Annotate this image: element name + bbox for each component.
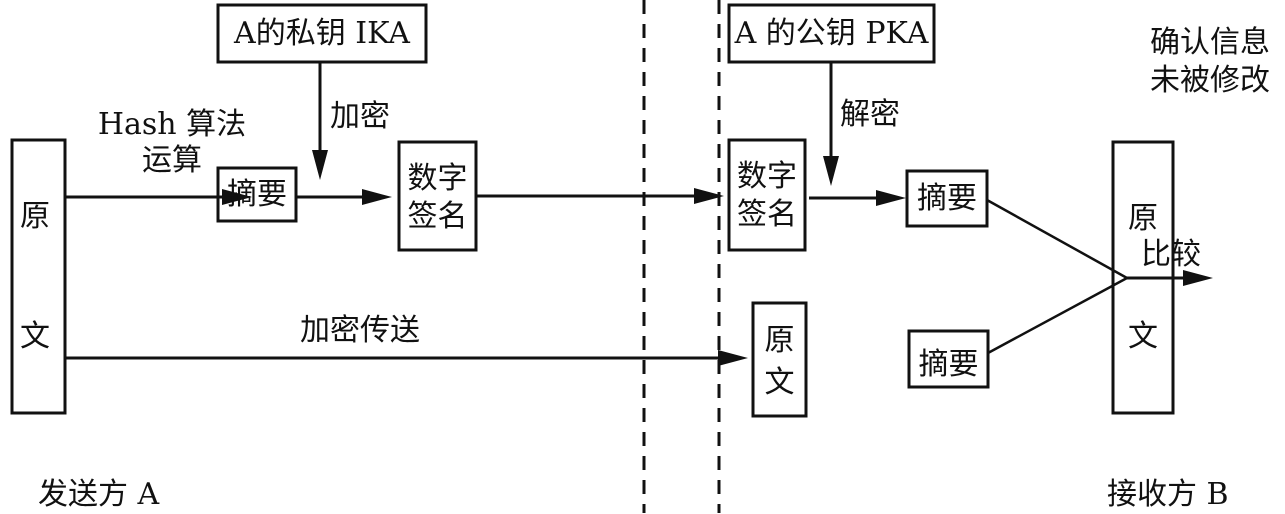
decrypt-label: 解密 [840, 97, 900, 132]
public-key-box [727, 3, 936, 64]
result-note-line-1: 确认信息 [1150, 25, 1270, 60]
decrypt-flow-arrowhead [876, 190, 906, 206]
hash-step-line-1: Hash 算法 [97, 107, 247, 142]
sender-signature-line-1: 数字 [407, 161, 468, 196]
compare-arrowhead [1183, 270, 1213, 286]
received-original-box [751, 301, 808, 418]
compare-line-top [986, 198, 1128, 280]
private-key-box [216, 3, 428, 64]
hash-step-line-2: 运算 [142, 143, 202, 178]
decrypt-arrowhead [823, 156, 839, 186]
sender-signature-line-2: 签名 [407, 199, 468, 234]
result-original-char-1: 原 [1128, 201, 1158, 236]
signature-transfer-arrowhead [694, 188, 724, 204]
receiver-digest-top-label: 摘要 [917, 181, 977, 216]
sender-original-char-2: 文 [20, 319, 50, 354]
receiver-digest-bottom-box [907, 329, 990, 389]
result-note-line-2: 未被修改 [1150, 63, 1270, 98]
encrypt-arrowhead [312, 150, 328, 180]
receiver-signature-line-2: 签名 [737, 197, 797, 232]
public-key-label: A 的公钥 PKA [734, 16, 929, 51]
sign-arrowhead [362, 189, 392, 205]
receiver-label: 接收方 B [1107, 477, 1229, 512]
sender-original-box [10, 138, 67, 415]
receiver-signature-line-1: 数字 [737, 159, 797, 194]
compare-label: 比较 [1141, 237, 1201, 272]
sender-digest-label: 摘要 [227, 177, 287, 212]
sender-original-char-1: 原 [20, 199, 50, 234]
transmit-label: 加密传送 [300, 313, 420, 348]
encrypt-label: 加密 [330, 99, 390, 134]
result-original-char-2: 文 [1128, 319, 1158, 354]
receiver-digest-bottom-label: 摘要 [918, 347, 979, 382]
receiver-digest-top-box [905, 169, 989, 228]
hash-arrowhead [222, 189, 252, 205]
transmit-arrowhead [718, 350, 748, 366]
compare-line-bottom [987, 276, 1128, 355]
received-original-char-2: 文 [764, 365, 795, 400]
receiver-signature-box [727, 138, 807, 252]
private-key-label: A的私钥 IKA [234, 16, 410, 51]
received-original-char-1: 原 [764, 323, 795, 358]
sender-label: 发送方 A [38, 477, 160, 512]
